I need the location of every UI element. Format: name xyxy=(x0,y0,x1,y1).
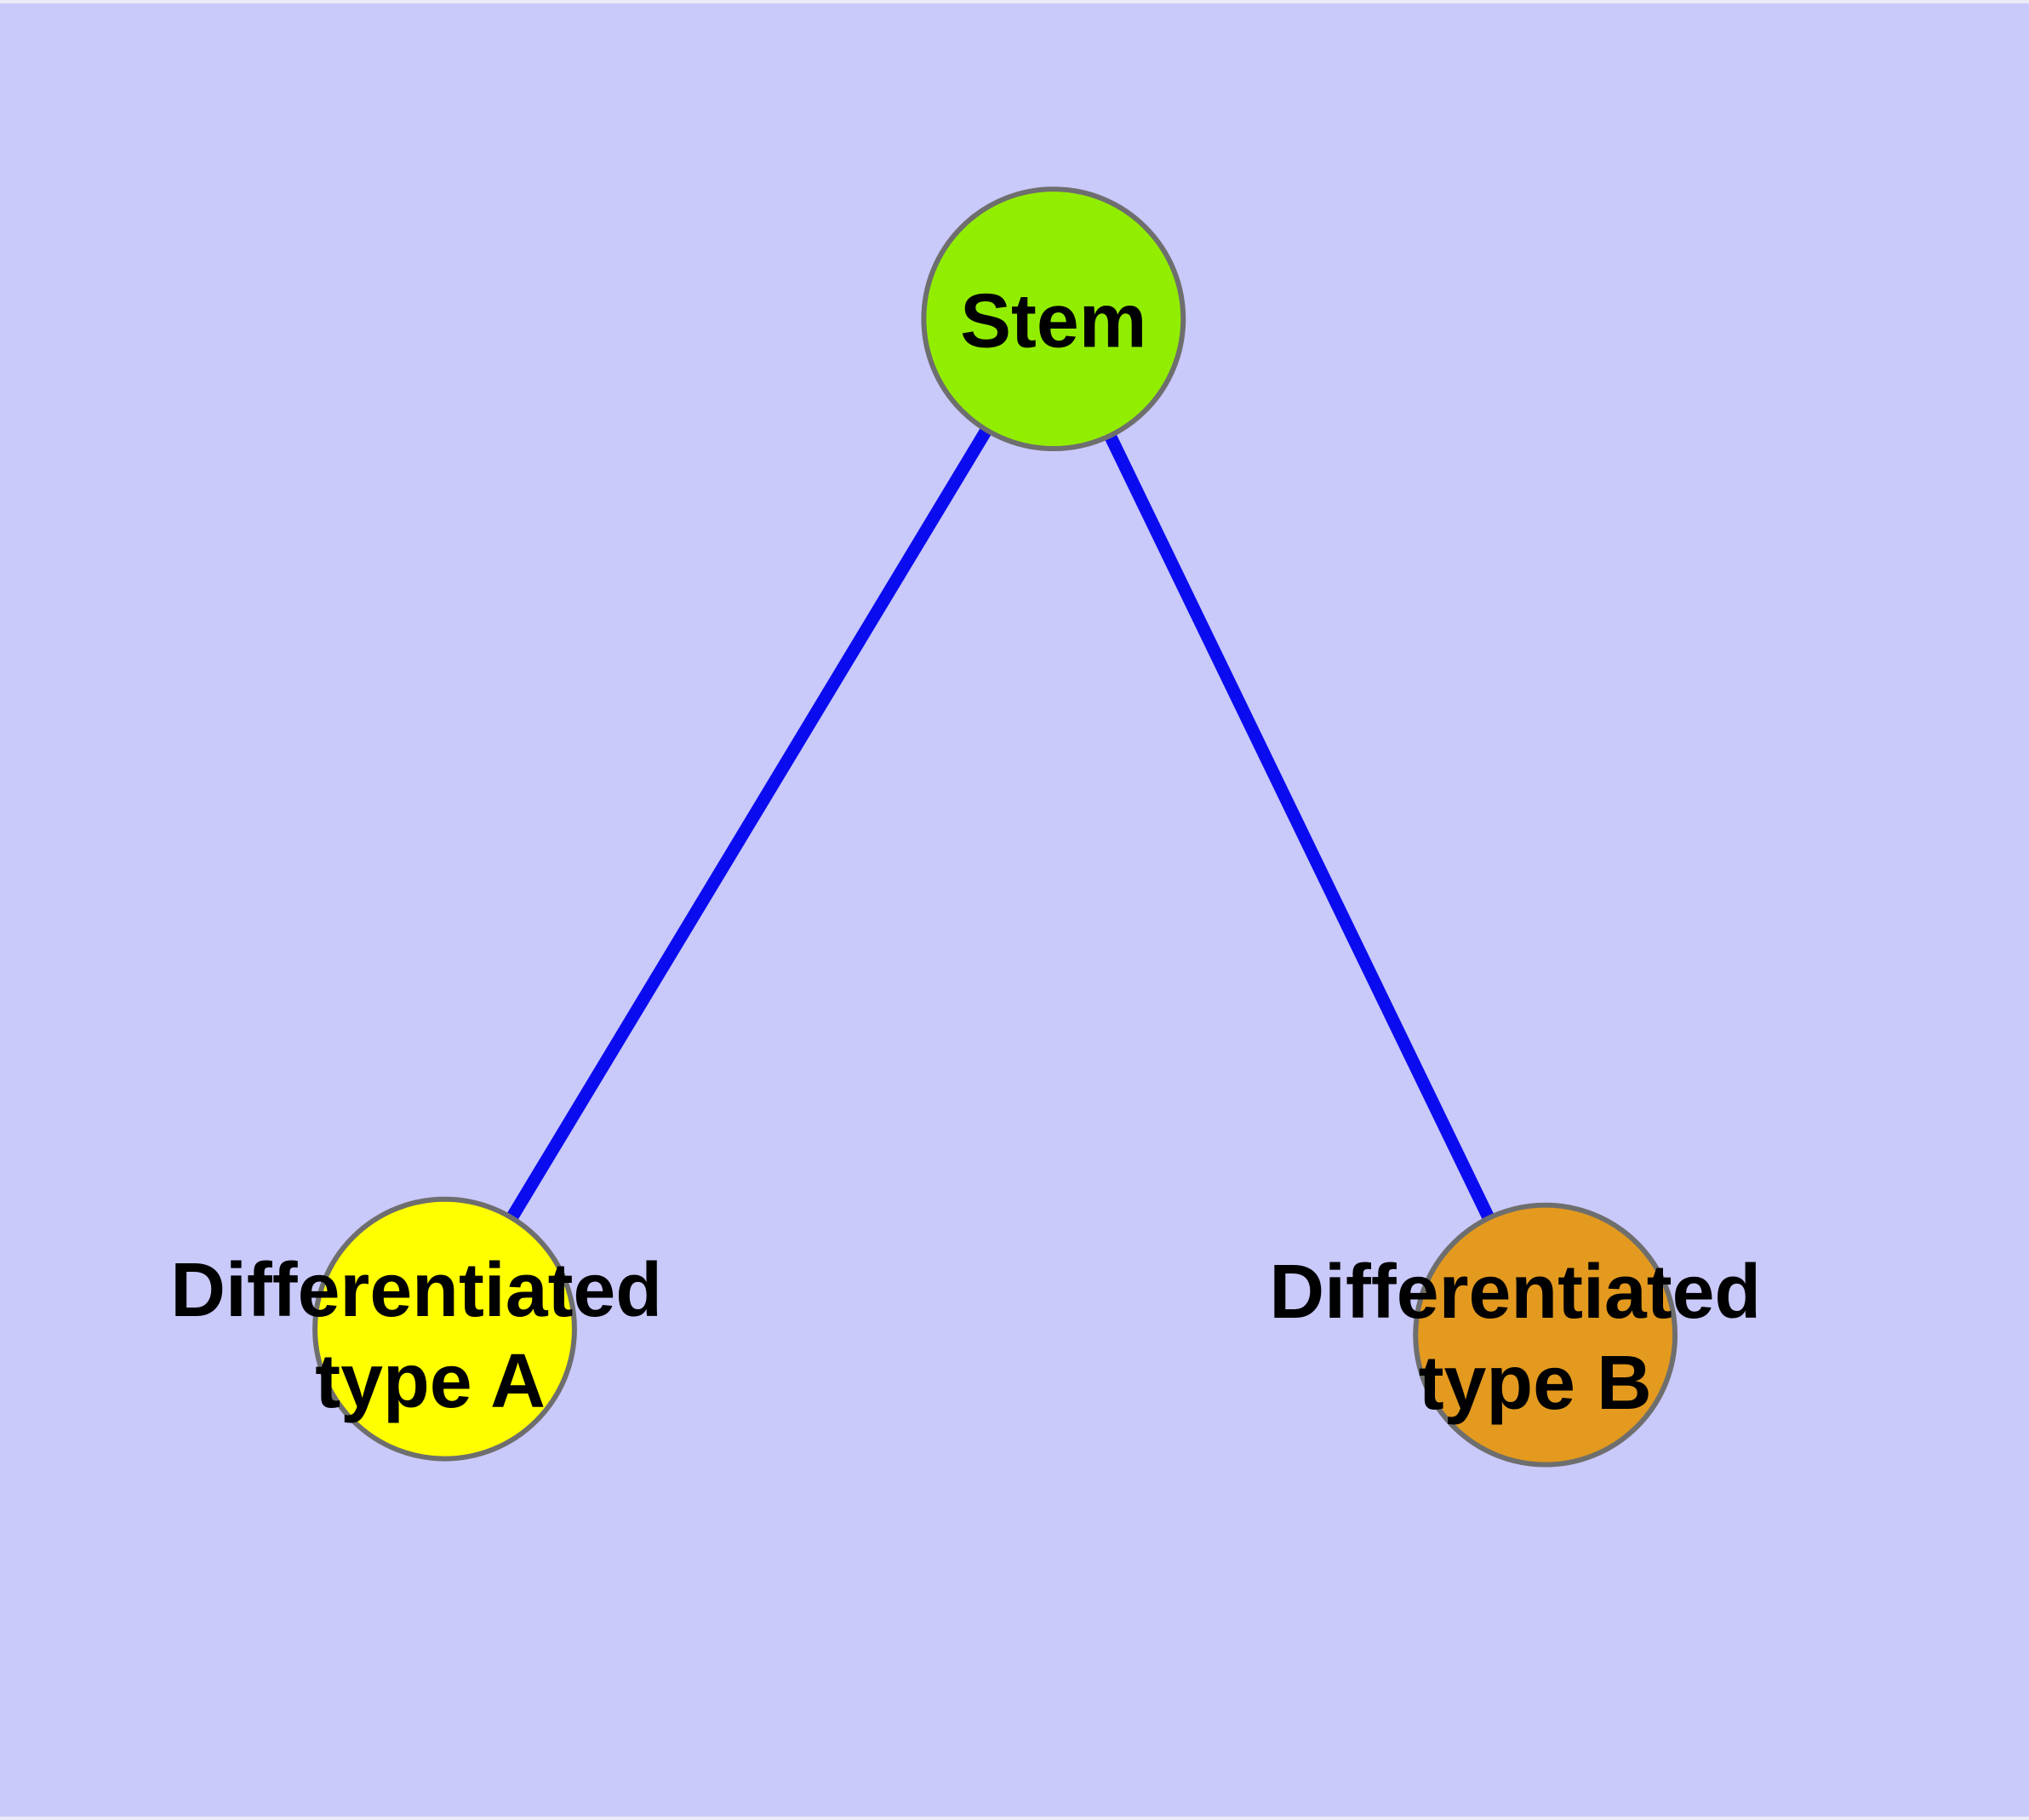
node-differentiated-type-b-label-line-1: Differentiated xyxy=(1269,1250,1761,1335)
node-differentiated-type-a-label-line-2: type A xyxy=(315,1339,546,1424)
node-stem-label-line-1: Stem xyxy=(960,278,1146,363)
graph-svg: Stem Differentiated type A Differentiate… xyxy=(170,186,1782,1468)
edge-stem-to-type-a xyxy=(439,315,1060,1333)
node-differentiated-type-b-circle xyxy=(1413,1202,1678,1468)
node-differentiated-type-b-label: Differentiated type B xyxy=(1269,1250,1782,1426)
node-differentiated-type-a-circle xyxy=(312,1196,577,1462)
node-differentiated-type-a-label: Differentiated type A xyxy=(170,1248,683,1424)
edge-stem-to-type-b xyxy=(1048,316,1552,1338)
node-differentiated-type-a-label-line-1: Differentiated xyxy=(170,1248,662,1333)
node-stem-circle xyxy=(921,186,1186,452)
node-stem-label: Stem xyxy=(960,278,1146,363)
node-differentiated-type-b-label-line-2: type B xyxy=(1419,1341,1652,1426)
